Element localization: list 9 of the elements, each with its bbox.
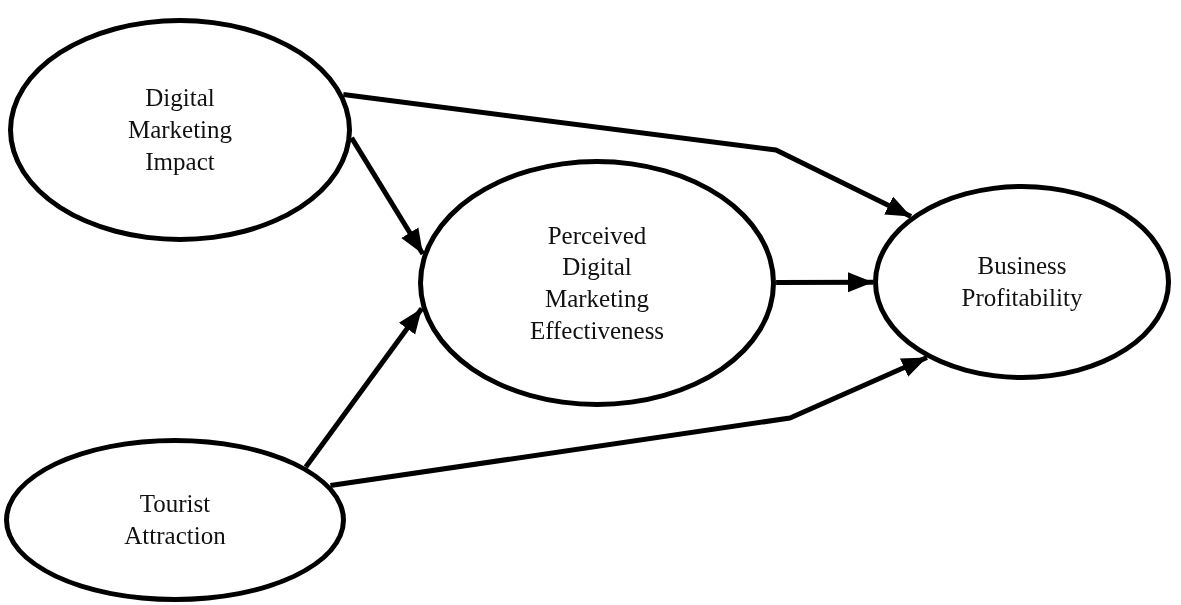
arrow bbox=[349, 136, 426, 256]
node-label: Tourist Attraction bbox=[123, 489, 227, 551]
node-label: Business Profitability bbox=[960, 251, 1084, 313]
arrow bbox=[303, 307, 424, 469]
arrow bbox=[330, 355, 928, 488]
node-label: Perceived Digital Marketing Effectiveness bbox=[528, 220, 666, 346]
arrow bbox=[776, 272, 873, 293]
node-label: Digital Marketing Impact bbox=[126, 83, 234, 177]
arrow bbox=[343, 92, 913, 219]
